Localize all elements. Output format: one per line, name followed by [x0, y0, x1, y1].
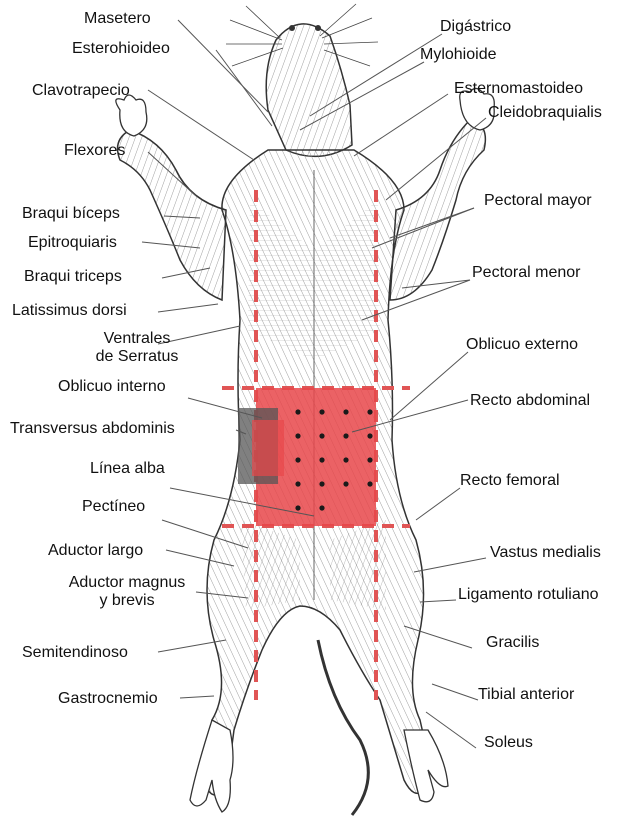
label-semitendinoso: Semitendinoso [22, 644, 128, 662]
injection-dot [319, 409, 324, 414]
label-recto-femoral: Recto femoral [460, 472, 560, 490]
injection-dot [295, 433, 300, 438]
injection-dot [367, 433, 372, 438]
label-transversus-abdominis: Transversus abdominis [10, 420, 175, 438]
injection-dot [295, 505, 300, 510]
label-aductor-magnus-line2: y brevis [52, 592, 202, 610]
label-clavotrapecio: Clavotrapecio [32, 82, 130, 100]
label-linea-alba: Línea alba [90, 460, 165, 478]
label-soleus: Soleus [484, 734, 533, 752]
label-aductor-magnus-line1: Aductor magnus [52, 574, 202, 592]
label-gracilis: Gracilis [486, 634, 539, 652]
label-braqui-biceps: Braqui bíceps [22, 205, 120, 223]
eye-left-icon [289, 25, 295, 31]
label-epitroquiaris: Epitroquiaris [28, 234, 117, 252]
label-cleidobraquialis: Cleidobraquialis [488, 104, 602, 122]
label-ventrales-serratus: Ventrales de Serratus [62, 330, 212, 366]
label-aductor-magnus-brevis: Aductor magnus y brevis [52, 574, 202, 610]
eye-right-icon [315, 25, 321, 31]
label-esternomastoideo: Esternomastoideo [454, 80, 583, 98]
label-masetero: Masetero [84, 10, 151, 28]
label-aductor-largo: Aductor largo [48, 542, 143, 560]
injection-dot [319, 505, 324, 510]
injection-dot [295, 481, 300, 486]
label-digastrico: Digástrico [440, 18, 511, 36]
label-recto-abdominal: Recto abdominal [470, 392, 590, 410]
label-mylohioide: Mylohioide [420, 46, 496, 64]
injection-dot [343, 457, 348, 462]
label-esterohioideo: Esterohioideo [72, 40, 170, 58]
label-ventrales-line1: Ventrales [62, 330, 212, 348]
injection-dot [319, 481, 324, 486]
label-tibial-anterior: Tibial anterior [478, 686, 574, 704]
label-vastus-medialis: Vastus medialis [490, 544, 601, 562]
label-oblicuo-externo: Oblicuo externo [466, 336, 578, 354]
label-flexores: Flexores [64, 142, 125, 160]
label-braqui-triceps: Braqui triceps [24, 268, 122, 286]
injection-dot [295, 409, 300, 414]
injection-dot [343, 481, 348, 486]
label-ventrales-line2: de Serratus [62, 348, 212, 366]
label-latissimus-dorsi: Latissimus dorsi [12, 302, 127, 320]
left-paw-icon [116, 95, 147, 136]
label-oblicuo-interno: Oblicuo interno [58, 378, 166, 396]
injection-dot [319, 457, 324, 462]
injection-dot [367, 457, 372, 462]
injection-dot [343, 433, 348, 438]
left-foot-icon [190, 720, 233, 812]
injection-dot [367, 409, 372, 414]
label-pectoral-mayor: Pectoral mayor [484, 192, 592, 210]
injection-dot [319, 433, 324, 438]
label-ligamento-rotuliano: Ligamento rotuliano [458, 586, 599, 604]
injection-dot [343, 409, 348, 414]
label-pectineo: Pectíneo [82, 498, 145, 516]
injection-dot [367, 481, 372, 486]
label-pectoral-menor: Pectoral menor [472, 264, 581, 282]
label-gastrocnemio: Gastrocnemio [58, 690, 158, 708]
injection-dot [295, 457, 300, 462]
left-arm-outline [118, 130, 226, 300]
